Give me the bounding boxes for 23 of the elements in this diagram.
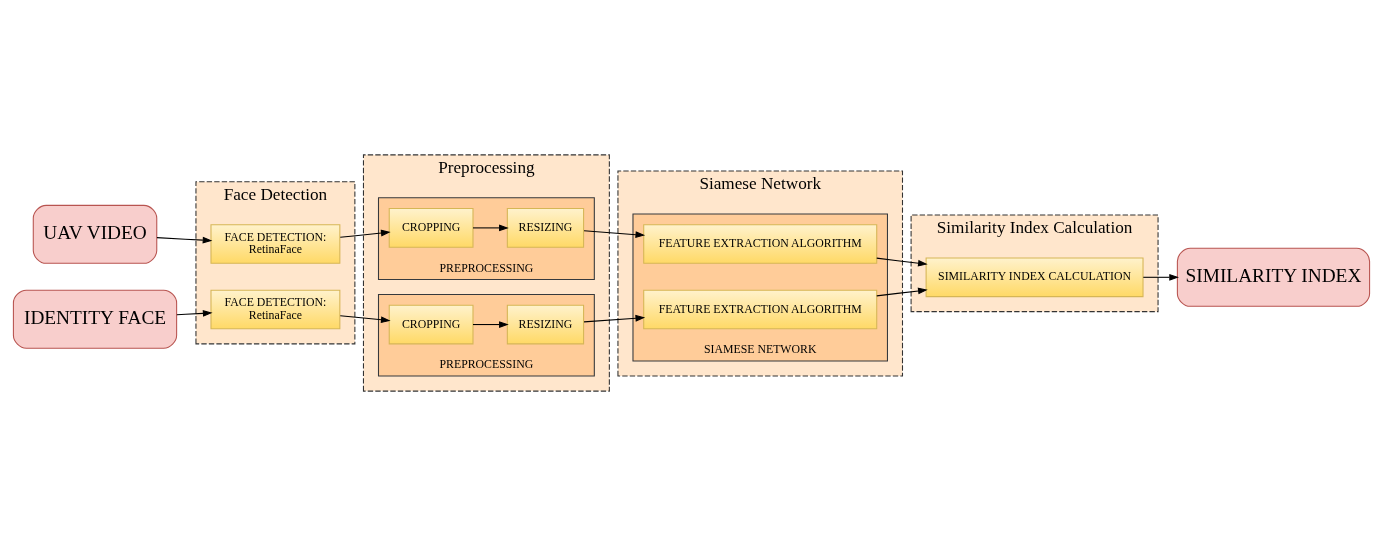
node-box: FACE DETECTION: RetinaFace [210, 223, 341, 264]
node-box: FEATURE EXTRACTION ALGORITHM [643, 223, 878, 264]
arrow [339, 314, 391, 323]
node-box: IDENTITY FACE [12, 289, 178, 349]
arrow [876, 287, 928, 296]
node-box: UAV VIDEO [32, 204, 158, 264]
node-box: FEATURE EXTRACTION ALGORITHM [643, 289, 878, 329]
node-box: FACE DETECTION: RetinaFace [210, 289, 341, 329]
node-box: CROPPING [388, 304, 474, 344]
node-box: SIMILARITY INDEX CALCULATION [925, 256, 1144, 297]
arrow [156, 236, 213, 243]
arrow [176, 309, 213, 317]
node-box: SIMILARITY INDEX [1176, 247, 1371, 307]
arrow [583, 229, 646, 238]
node-box: RESIZING [506, 304, 585, 344]
arrow [339, 229, 391, 238]
arrow [583, 314, 646, 322]
arrow [876, 257, 928, 267]
arrow [472, 320, 509, 328]
arrow [472, 224, 509, 231]
node-box: RESIZING [506, 207, 585, 248]
node-box: CROPPING [388, 207, 474, 248]
arrow [1142, 273, 1179, 281]
